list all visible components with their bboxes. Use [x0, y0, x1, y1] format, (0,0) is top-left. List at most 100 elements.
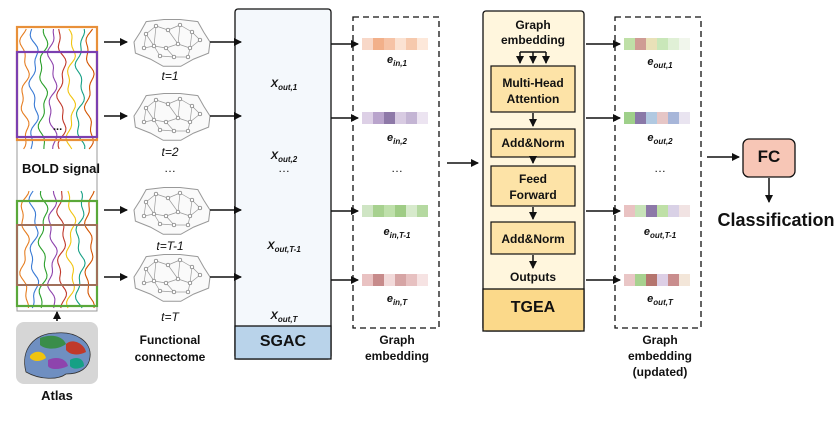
graph-embedding-label-1: Graph — [379, 333, 415, 347]
embedding-in-ellipsis: … — [391, 161, 403, 175]
graph-edge — [189, 199, 193, 217]
graph-node — [187, 119, 193, 125]
sgac-output-1: Xout,1 — [270, 78, 298, 93]
graph-edge — [145, 201, 155, 215]
graph-edge — [145, 107, 155, 121]
tgea-outputs-label: Outputs — [510, 270, 556, 284]
tgea-block-ff-2: Forward — [509, 188, 557, 202]
graph-node — [171, 54, 177, 60]
embedding-cell — [624, 112, 635, 124]
sgac-output-T-1: Xout,T-1 — [267, 240, 301, 255]
graph-edge — [177, 259, 181, 280]
embedding-out-ellipsis: … — [654, 161, 666, 175]
graph-node — [141, 280, 147, 286]
connectome-graph — [133, 187, 211, 235]
graph-edge — [179, 98, 193, 107]
embedding-out-1-bar — [624, 38, 690, 50]
embedding-cell — [406, 274, 417, 286]
embedding-cell — [395, 38, 406, 50]
graph-node — [143, 199, 149, 205]
graph-edge — [143, 33, 147, 49]
embedding-cell — [406, 205, 417, 217]
graph-node — [153, 23, 159, 29]
embedding-cell — [384, 274, 395, 286]
graph-node — [177, 22, 183, 28]
tgea-block-mha-2: Attention — [506, 92, 560, 106]
graph-node — [151, 278, 157, 284]
embedding-out-2: eout,2 — [647, 132, 673, 147]
graph-edge — [153, 260, 157, 282]
embedding-in-2: ein,2 — [387, 132, 407, 147]
embedding-out-T-1: eout,T-1 — [643, 226, 677, 241]
graph-edge — [145, 33, 155, 47]
graph-node — [163, 45, 169, 51]
tgea-block-feed-forward — [490, 165, 576, 207]
sgac-label-box — [234, 325, 332, 360]
graph-node — [157, 127, 163, 133]
embedding-out-T-bar — [624, 274, 690, 286]
graph-node — [143, 266, 149, 272]
embedding-cell — [362, 274, 373, 286]
graph-edge — [159, 290, 175, 293]
embedding-cell — [395, 112, 406, 124]
window-box-brown — [16, 224, 98, 286]
embedding-cell — [646, 274, 657, 286]
graph-edge — [167, 192, 181, 199]
embedding-cell — [635, 274, 646, 286]
graph-node — [197, 205, 203, 211]
output-embedding-bars — [624, 38, 690, 286]
tgea-block-ff-1: Feed — [518, 172, 548, 186]
embedding-cell — [624, 274, 635, 286]
graph-node — [187, 45, 193, 51]
graph-edge — [179, 192, 193, 201]
sgac-label: SGAC — [259, 333, 307, 350]
atlas-brain-icon — [16, 322, 98, 384]
graph-edge — [177, 192, 181, 213]
embedding-cell — [657, 38, 668, 50]
tgea-block-addnorm-2: Add&Norm — [501, 232, 565, 246]
embedding-cell — [635, 38, 646, 50]
embedding-cell — [373, 38, 384, 50]
embedding-cell — [679, 38, 690, 50]
graph-node — [171, 128, 177, 134]
graph-node — [151, 211, 157, 217]
graph-node — [175, 209, 181, 215]
fc-label: FC — [757, 147, 781, 166]
graph-edge — [167, 197, 179, 213]
bold-signal-trace — [28, 28, 40, 309]
graph-edge — [167, 259, 181, 266]
graph-node — [175, 276, 181, 282]
graph-embedding-updated-box — [614, 16, 702, 329]
embedding-in-T-1-bar — [362, 205, 428, 217]
connectome-graph — [133, 93, 211, 141]
graph-node — [185, 54, 191, 60]
input-embedding-bars — [362, 38, 428, 286]
embedding-cell — [646, 205, 657, 217]
graph-node — [177, 190, 183, 196]
embedding-cell — [395, 205, 406, 217]
graph-node — [153, 191, 159, 197]
sgac-module — [234, 8, 332, 360]
embedding-cell — [624, 38, 635, 50]
embedding-cell — [362, 112, 373, 124]
graph-edge — [177, 98, 181, 119]
graph-node — [141, 45, 147, 51]
embedding-cell — [635, 112, 646, 124]
embedding-cell — [657, 112, 668, 124]
window-box-purple — [15, 50, 99, 139]
sgac-output-2: Xout,2 — [270, 150, 298, 165]
embedding-in-T-1: ein,T-1 — [383, 226, 411, 241]
graph-edge — [159, 55, 175, 58]
graph-node — [197, 111, 203, 117]
graph-edge — [179, 24, 193, 33]
graph-edge — [159, 129, 175, 132]
embedding-cell — [417, 38, 428, 50]
graph-node — [165, 101, 171, 107]
graph-node — [197, 272, 203, 278]
tgea-label: TGEA — [510, 299, 556, 316]
embedding-cell — [384, 38, 395, 50]
graph-node — [163, 119, 169, 125]
embedding-cell — [362, 205, 373, 217]
embedding-cell — [395, 274, 406, 286]
embedding-out-T-1-bar — [624, 205, 690, 217]
